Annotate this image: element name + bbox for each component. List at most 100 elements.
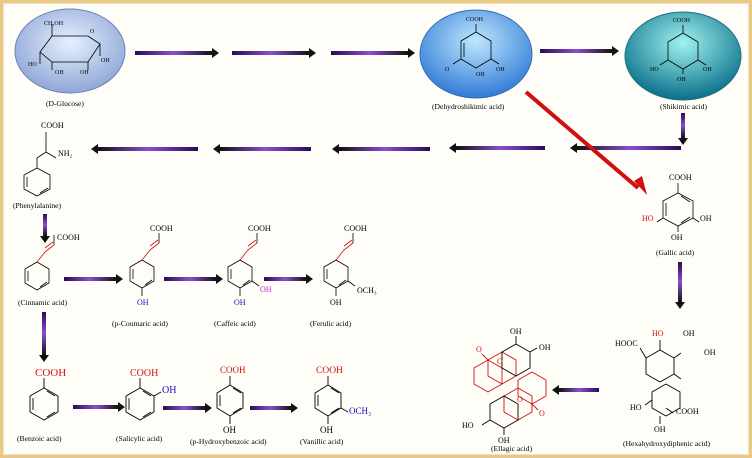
gallic-cooh: COOH — [669, 173, 692, 182]
glucose-oh3: OH — [101, 58, 110, 64]
dehydroshikimic-structure — [452, 24, 500, 69]
glucose-ellipse — [14, 8, 126, 94]
vanillic-oh: OH — [320, 425, 333, 435]
phenylalanine-label: (Phenylalanine) — [13, 201, 62, 210]
hydroxybenzoic-structure — [216, 376, 244, 424]
shikimic-ho: HO — [650, 67, 659, 73]
arrow-row2-1 — [570, 143, 681, 153]
caffeic-oh1: OH — [234, 298, 246, 307]
salicylic-oh: OH — [162, 385, 176, 396]
caffeic-structure — [227, 233, 260, 296]
arrow-dehydro-to-shikimic — [540, 46, 619, 56]
hexahydroxydiphenic-oh1: OH — [683, 329, 695, 338]
coumaric-oh: OH — [137, 298, 149, 307]
gallic-oh2: OH — [671, 233, 683, 242]
phenylalanine-structure — [23, 132, 57, 197]
dehydroshikimic-o: O — [445, 67, 450, 73]
salicylic-cooh: COOH — [130, 368, 158, 379]
glucose-ch2oh: CH₂OH — [44, 21, 64, 27]
ellagic-oh3: OH — [498, 436, 510, 445]
glucose-oh2: OH — [80, 70, 89, 76]
vanillic-label: (Vanillic acid) — [300, 437, 344, 446]
coumaric-cooh: COOH — [150, 224, 173, 233]
arrow-phenylalanine-down — [40, 214, 50, 243]
shikimic-oh2: OH — [703, 67, 712, 73]
arrow-glucose-1 — [135, 48, 219, 58]
hydroxybenzoic-label: (p-Hydroxybenzoic acid) — [190, 437, 267, 446]
glucose-oh1: OH — [55, 70, 64, 76]
hydroxybenzoic-oh: OH — [223, 425, 236, 435]
hexahydroxydiphenic-structure — [639, 340, 682, 424]
vanillic-cooh: COOH — [316, 366, 343, 376]
arrow-shikimic-down — [678, 113, 688, 145]
ferulic-label: (Ferulic acid) — [310, 319, 352, 328]
arrow-hhdp-to-ellagic — [552, 385, 599, 395]
ellagic-ho1: HO — [462, 421, 474, 430]
coumaric-structure — [129, 233, 160, 296]
gallic-ho: HO — [642, 214, 654, 223]
arrow-row2-3 — [332, 144, 430, 154]
cinnamic-label: (Cinnamic acid) — [18, 298, 68, 307]
ellagic-oh1: OH — [510, 327, 522, 336]
gallic-oh1: OH — [700, 214, 712, 223]
arrow-hydroxybenzoic-to-vanillic — [250, 403, 298, 413]
vanillic-structure — [314, 376, 349, 424]
ellagic-o3: O — [517, 395, 523, 404]
shikimic-structure — [659, 25, 707, 74]
arrow-cinnamic-to-coumaric — [64, 274, 123, 284]
shikimic-oh1: OH — [677, 77, 686, 83]
benzoic-cooh: COOH — [35, 367, 66, 379]
salicylic-label: (Salicylic acid) — [116, 434, 163, 443]
arrow-caffeic-to-ferulic — [264, 274, 313, 284]
arrow-row2-2 — [449, 143, 545, 153]
dehydroshikimic-oh2: OH — [496, 67, 505, 73]
arrow-salicylic-to-hydroxybenzoic — [163, 403, 212, 413]
arrow-benzoic-to-salicylic — [73, 402, 125, 412]
gallic-structure — [656, 183, 700, 232]
hexahydroxydiphenic-cooh: COOH — [676, 407, 699, 416]
ferulic-structure — [323, 233, 356, 296]
benzoic-structure — [29, 378, 59, 421]
arrow-row2-5 — [91, 144, 198, 154]
arrow-cinnamic-down — [39, 312, 49, 362]
arrow-glucose-2 — [232, 48, 316, 58]
cinnamic-cooh: COOH — [57, 233, 80, 242]
ellagic-o2: O — [497, 357, 503, 366]
dehydroshikimic-label: (Dehydroshikimic acid) — [432, 102, 505, 111]
arrow-glucose-3 — [331, 48, 415, 58]
cinnamic-structure — [24, 235, 55, 291]
salicylic-structure — [125, 378, 162, 421]
ellagic-oh2: OH — [539, 343, 551, 352]
hexahydroxydiphenic-oh2: OH — [704, 348, 716, 357]
arrow-row2-4 — [213, 144, 311, 154]
dehydroshikimic-oh1: OH — [476, 72, 485, 78]
arrow-dehydro-to-gallic — [524, 90, 647, 195]
shikimic-ellipse — [624, 11, 742, 101]
glucose-ho: HO — [28, 62, 37, 68]
hexahydroxydiphenic-oh3: OH — [654, 425, 666, 434]
caffeic-oh2: OH — [260, 285, 272, 294]
arrow-gallic-down — [675, 262, 685, 309]
dehydroshikimic-ellipse — [419, 9, 533, 99]
hexahydroxydiphenic-ho2: HO — [630, 403, 642, 412]
gallic-label: (Gallic acid) — [656, 248, 695, 257]
benzoic-label: (Benzoic acid) — [17, 434, 62, 443]
hexahydroxydiphenic-ho: HO — [652, 329, 664, 338]
caffeic-cooh: COOH — [248, 224, 271, 233]
coumaric-label: (p-Coumaric acid) — [112, 319, 168, 328]
ferulic-oh: OH — [330, 298, 342, 307]
ellagic-o1: O — [476, 345, 482, 354]
dehydroshikimic-cooh: COOH — [466, 17, 484, 23]
caffeic-label: (Caffeic acid) — [214, 319, 256, 328]
ellagic-o4: O — [539, 409, 545, 418]
hydroxybenzoic-cooh: COOH — [220, 365, 246, 375]
shikimic-label: (Shikimic acid) — [660, 102, 707, 111]
arrow-coumaric-to-caffeic — [164, 274, 223, 284]
phenylalanine-nh2: NH₂ — [58, 149, 73, 158]
ellagic-structure — [473, 336, 547, 435]
glucose-structure — [39, 24, 101, 70]
ferulic-och3: OCH₃ — [357, 286, 377, 295]
hexahydroxydiphenic-label: (Hexahydroxydiphenic acid) — [623, 439, 711, 448]
